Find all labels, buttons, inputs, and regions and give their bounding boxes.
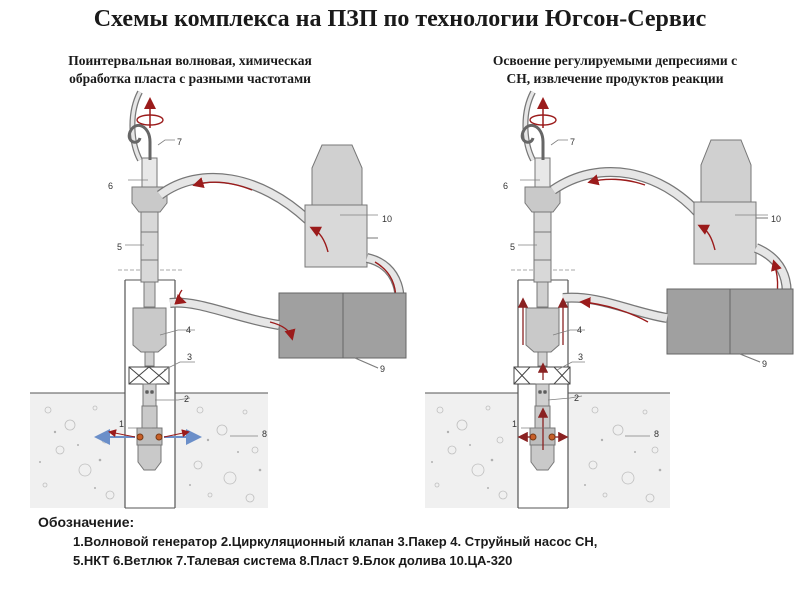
left-caption-line2: обработка пласта с разными частотами [69,71,311,86]
left-hose-3 [169,289,296,341]
right-hose-3 [562,292,668,323]
right-scheme-caption: Освоение регулируемыми депресиями с СН, … [440,52,790,88]
right-callout-7: 7 [570,137,575,147]
left-callouts [125,139,379,437]
left-hook-icon [127,97,164,160]
right-callout-8: 8 [654,429,659,439]
left-callout-3: 3 [187,352,192,362]
left-callout-10: 10 [382,214,392,224]
right-caption-line2: СН, извлечение продуктов реакции [506,71,724,86]
slide-title: Схемы комплекса на ПЗП по технологии Югс… [93,6,707,32]
left-scheme-caption: Поинтервальная волновая, химическая обра… [20,52,360,88]
right-hook-icon [520,97,557,160]
left-caption-line1: Поинтервальная волновая, химическая [68,53,312,68]
legend: Обозначение: 1.Волновой генератор 2.Цирк… [38,514,778,570]
right-refill-block [666,288,794,363]
left-callout-5: 5 [117,242,122,252]
right-callout-2: 2 [574,393,579,403]
left-callout-2: 2 [184,394,189,404]
left-callout-9: 9 [380,364,385,374]
left-callout-7: 7 [177,137,182,147]
left-refill-block [278,292,407,369]
right-callout-4: 4 [577,325,582,335]
legend-heading: Обозначение: [38,514,135,530]
left-callout-6: 6 [108,181,113,191]
right-callout-6: 6 [503,181,508,191]
left-hose [157,172,312,224]
right-callout-10: 10 [771,214,781,224]
left-callout-4: 4 [186,325,191,335]
left-callout-1: 1 [119,419,124,429]
left-scheme: 6 7 5 4 3 2 1 8 10 9 [30,90,407,509]
left-wave-arrows [94,429,202,445]
right-ca320-unit [693,139,768,265]
right-callout-5: 5 [510,242,515,252]
right-caption-line1: Освоение регулируемыми депресиями с [492,53,738,68]
right-callout-3: 3 [578,352,583,362]
left-tubing-string [128,90,170,471]
legend-line-2: 5.НКТ 6.Ветлюк 7.Талевая система 8.Пласт… [73,553,513,568]
right-scheme: 6 7 5 4 3 2 1 8 10 9 [425,90,794,509]
right-flow-arrows [517,297,569,450]
legend-line-1: 1.Волновой генератор 2.Циркуляционный кл… [73,534,598,549]
right-callout-9: 9 [762,359,767,369]
right-callout-1: 1 [512,419,517,429]
left-callout-8: 8 [262,429,267,439]
right-callouts [518,139,768,437]
right-hose [550,167,704,219]
left-ca320-unit [304,144,378,268]
